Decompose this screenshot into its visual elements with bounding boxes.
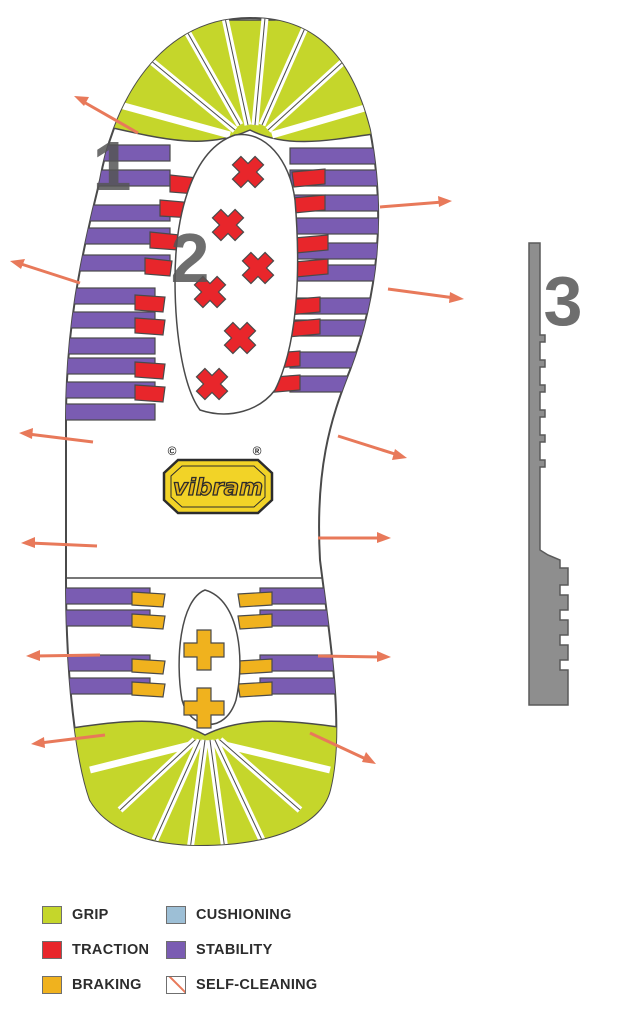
legend-item-grip: GRIP (42, 904, 109, 926)
profile-3-label: 3 (544, 262, 583, 340)
registered-mark: ® (253, 444, 262, 458)
toe-grip-zone (99, 18, 379, 143)
self-cleaning-arrows (10, 96, 464, 764)
legend-item-traction: TRACTION (42, 939, 149, 961)
legend-item-braking: BRAKING (42, 974, 142, 996)
braking-crosses (183, 629, 225, 729)
brand-text: vibram (173, 475, 263, 501)
legend-item-stability: STABILITY (166, 939, 273, 961)
zone-2-label: 2 (171, 219, 210, 297)
legend: GRIP CUSHIONING TRACTION STABILITY BRAKI… (42, 904, 372, 1014)
stability-swatch (166, 941, 186, 959)
legend-label-cushioning: CUSHIONING (196, 907, 292, 923)
grip-swatch (42, 906, 62, 924)
traction-swatch (42, 941, 62, 959)
self-cleaning-arrow-icon (166, 976, 186, 994)
braking-swatch (42, 976, 62, 994)
forefoot-left-lugs (66, 144, 199, 421)
legend-label-braking: BRAKING (72, 977, 142, 993)
legend-label-self-cleaning: SELF-CLEANING (196, 977, 318, 993)
heel-grip-zone (66, 720, 361, 845)
heel-lugs (66, 587, 351, 698)
cushioning-swatch (166, 906, 186, 924)
sole-profile (528, 242, 569, 706)
legend-label-grip: GRIP (72, 907, 109, 923)
legend-label-traction: TRACTION (72, 942, 150, 958)
legend-item-self-cleaning: SELF-CLEANING (166, 974, 318, 996)
copyright-mark: © (168, 444, 177, 458)
traction-crosses (193, 155, 275, 401)
zone-1-label: 1 (93, 127, 132, 205)
vibram-logo: vibram © ® (162, 444, 274, 515)
legend-label-stability: STABILITY (196, 942, 273, 958)
legend-item-cushioning: CUSHIONING (166, 904, 292, 926)
